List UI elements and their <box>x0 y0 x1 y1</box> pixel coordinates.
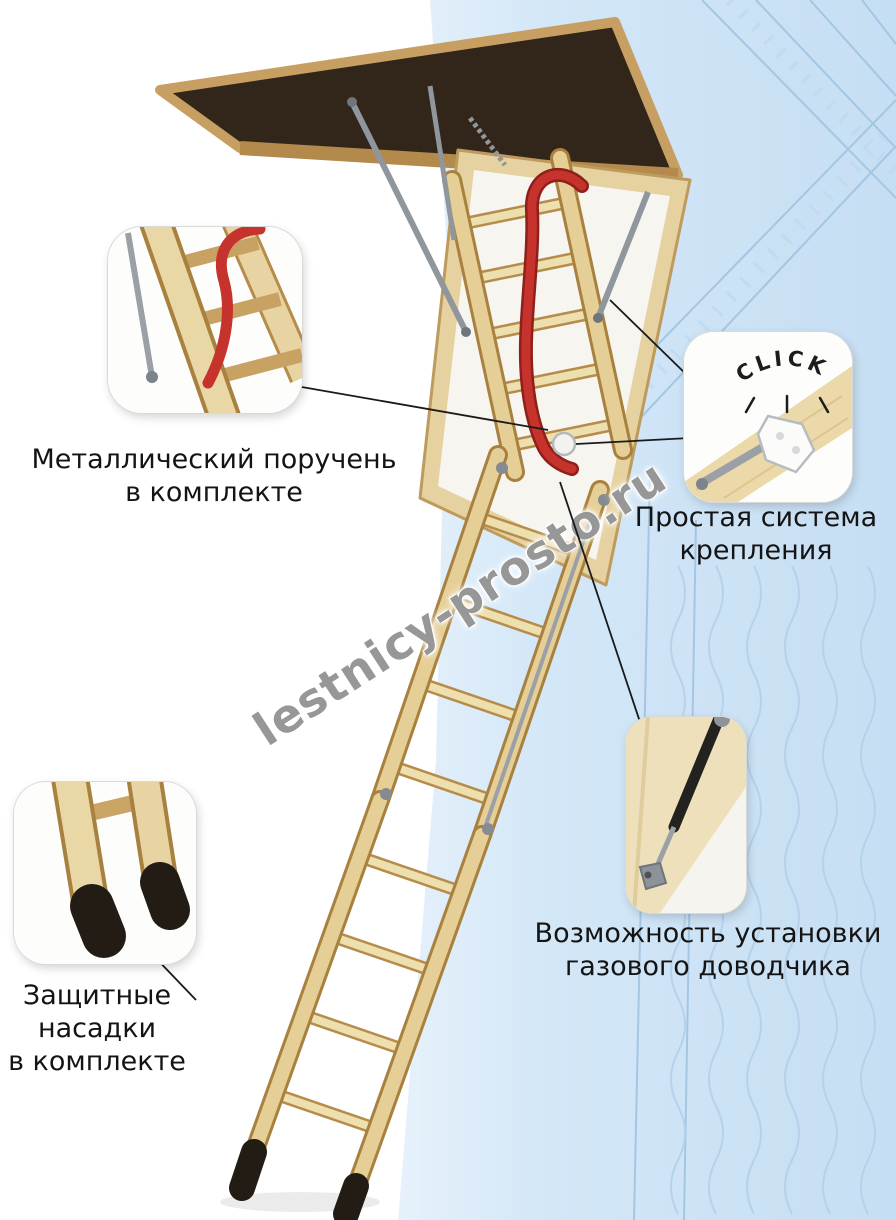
label-line: Простая система <box>634 502 878 533</box>
folding-metal-arms <box>347 85 651 337</box>
label-line: крепления <box>679 534 833 566</box>
ladder-feet-caps <box>229 1139 369 1220</box>
red-handrail <box>518 168 589 476</box>
click-emphasis-ticks <box>744 394 830 414</box>
label-line: Возможность установки <box>534 918 882 949</box>
insulation-waves <box>670 565 876 1215</box>
label-line: в комплекте <box>125 476 303 508</box>
label-mounting-system: Простая система крепления <box>622 502 890 568</box>
ceiling-hatch-opening <box>155 17 683 182</box>
handrail-curve <box>202 227 266 389</box>
label-line: насадки <box>37 1012 157 1044</box>
label-protective-caps: Защитные насадки в комплекте <box>2 980 192 1079</box>
protective-caps-drawing <box>14 782 196 964</box>
white-mount-bracket <box>756 414 816 474</box>
front-cap <box>70 884 126 958</box>
inset-click-mount-detail: CLICK <box>684 332 852 502</box>
gas-strut-cylinder <box>668 717 726 833</box>
handrail-detail-drawing <box>108 227 302 413</box>
click-detail-drawing: CLICK <box>684 332 852 502</box>
inset-gas-strut-detail <box>626 717 746 913</box>
inset-protective-caps-detail <box>14 782 196 964</box>
strut-bracket <box>638 861 668 891</box>
rear-cap <box>140 862 190 930</box>
gable-hatching <box>725 0 896 177</box>
label-line: Металлический поручень <box>31 444 397 475</box>
label-line: Защитные <box>22 980 172 1011</box>
label-line: газового доводчика <box>565 950 851 982</box>
label-gas-closer: Возможность установки газового доводчика <box>528 918 888 984</box>
click-mount-knob <box>551 431 577 457</box>
ladder-lower-section <box>242 788 494 1203</box>
inset-handrail-detail <box>108 227 302 413</box>
label-handrail: Металлический поручень в комплекте <box>8 444 420 510</box>
label-line: в комплекте <box>8 1045 186 1077</box>
roof-lines <box>595 0 896 1220</box>
gas-strut-drawing <box>626 717 746 913</box>
